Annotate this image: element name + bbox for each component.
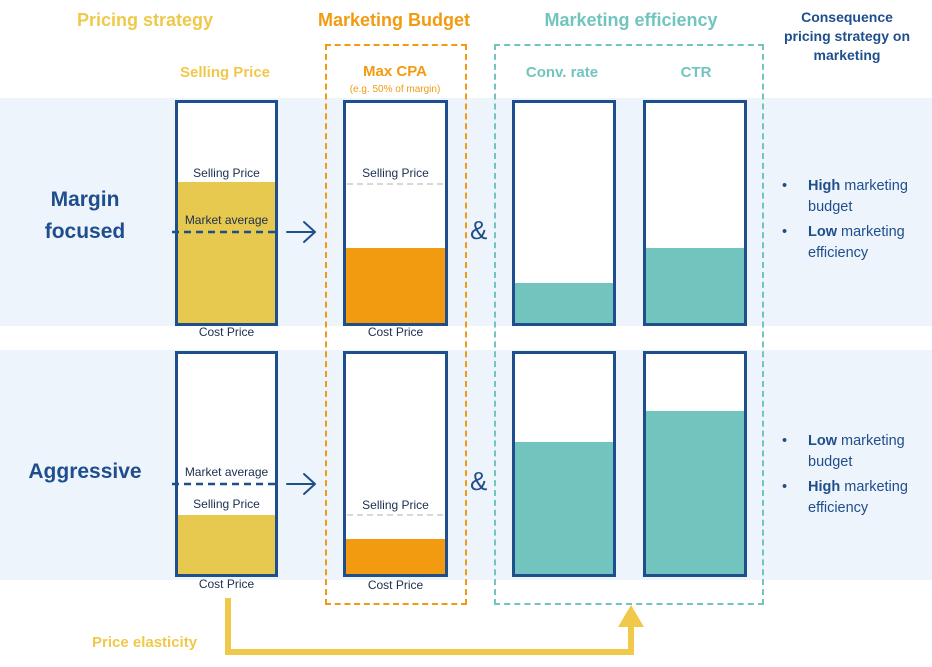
price-fill-aggressive [178,514,275,574]
up-arrow-icon [618,605,644,627]
bullet-item: • High marketing budget [780,176,930,218]
header-consequence-line2: pricing strategy on [783,28,911,44]
bullet-item: • High marketing efficiency [780,477,930,519]
header-consequence-line3: marketing [813,47,881,63]
bullet-dot-icon: • [782,479,788,495]
price-cost-label-margin: Cost Price [198,325,255,339]
marketing-efficiency-group [494,44,764,605]
bullet-line2: efficiency [808,245,869,261]
bullet-item: • Low marketing budget [780,431,930,473]
conv-rate-fill-aggressive [515,442,613,574]
conv-rate-fill-margin [515,283,613,323]
cpa-box-margin [343,100,448,326]
conv-rate-box-margin [512,100,616,326]
ctr-fill-aggressive [646,411,744,574]
price-cost-label-aggressive: Cost Price [198,577,255,591]
cpa-box-aggressive [343,351,448,577]
price-selling-label-aggressive: Selling Price [193,497,260,511]
row-title-aggressive: Aggressive [15,456,155,488]
bullet-line2: budget [808,199,853,215]
price-fill-margin [178,182,275,323]
cpa-cost-label-margin: Cost Price [367,325,424,339]
header-pricing-strategy: Pricing strategy [76,10,214,30]
ctr-box-aggressive [643,351,747,577]
bullet-rest: marketing [840,479,908,495]
row-title-line2: focused [44,220,126,243]
header-marketing-efficiency: Marketing efficiency [544,10,718,30]
price-elasticity-arrow [225,598,644,655]
price-box-aggressive [175,351,278,577]
price-box-margin [175,100,278,326]
col-max-cpa-note: (e.g. 50% of margin) [349,84,441,95]
header-consequence-line1: Consequence [801,9,893,25]
header-consequence: Consequence pricing strategy on marketin… [762,8,932,65]
price-elasticity-label: Price elasticity [92,634,198,651]
price-selling-label-margin: Selling Price [193,166,260,180]
bullet-rest: marketing [837,224,905,240]
ctr-box-margin [643,100,747,326]
cpa-fill-aggressive [346,538,445,574]
bullet-strong: Low [808,433,837,449]
bullet-dot-icon: • [782,224,788,240]
row-title-line1: Margin [50,188,120,211]
header-marketing-budget: Marketing Budget [317,10,470,30]
col-selling-price: Selling Price [179,64,271,81]
bullet-rest: marketing [837,433,905,449]
right-arrow-icon [286,221,316,243]
bullet-strong: High [808,479,841,495]
cpa-selling-label-margin: Selling Price [362,166,429,180]
bullet-item: • Low marketing efficiency [780,222,930,264]
bullet-dot-icon: • [782,178,788,194]
bullets-margin: • High marketing budget • Low marketing … [780,176,930,268]
ampersand-aggressive: & [470,466,488,496]
col-ctr: CTR [680,64,712,81]
bullets-aggressive: • Low marketing budget • High marketing … [780,431,930,523]
ctr-fill-margin [646,248,744,323]
row-title-line1: Aggressive [28,460,142,483]
bullet-dot-icon: • [782,433,788,449]
bullet-line2: budget [808,454,853,470]
ampersand-margin: & [470,215,488,245]
right-arrow-icon [286,473,316,495]
bullet-strong: High [808,178,841,194]
bullet-rest: marketing [840,178,908,194]
price-market-average-label-margin: Market average [184,213,269,227]
col-max-cpa: Max CPA [363,63,427,80]
col-conv-rate: Conv. rate [525,64,599,81]
bullet-line2: efficiency [808,500,869,516]
conv-rate-box-aggressive [512,351,616,577]
marketing-budget-group [325,44,467,605]
bullet-strong: Low [808,224,837,240]
price-market-average-label-aggressive: Market average [184,465,269,479]
cpa-cost-label-aggressive: Cost Price [367,578,424,592]
row-title-margin-focused: Margin focused [20,184,150,248]
cpa-selling-label-aggressive: Selling Price [362,498,429,512]
cpa-fill-margin [346,248,445,323]
